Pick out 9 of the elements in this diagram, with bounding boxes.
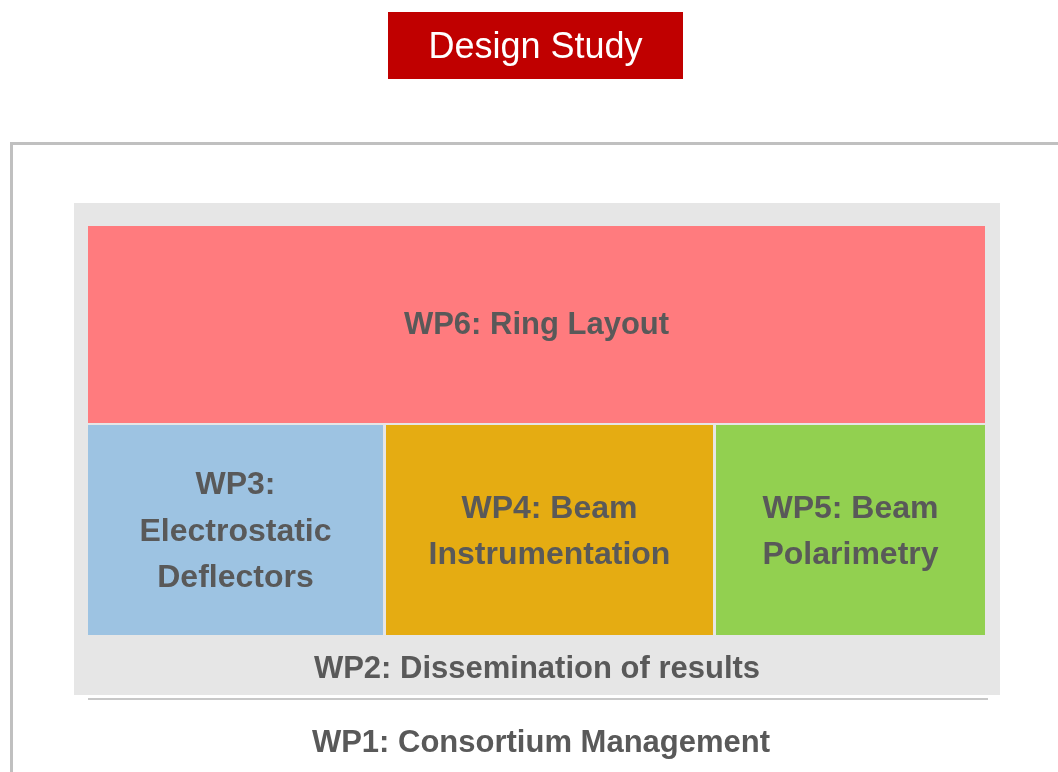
panel-heading: WP2: Dissemination of results	[312, 649, 762, 687]
frame-border	[10, 142, 1058, 772]
work-package-block: WP5: Beam Polarimetry	[716, 425, 985, 635]
frame-heading: WP1: Consortium Management	[310, 723, 772, 761]
work-package-block: WP4: Beam Instrumentation	[386, 425, 713, 635]
work-package-block: WP3: Electrostatic Deflectors	[88, 425, 383, 635]
title-banner: Design Study	[388, 12, 683, 79]
panel-background	[74, 203, 1000, 695]
work-package-block: WP6: Ring Layout	[88, 226, 985, 423]
